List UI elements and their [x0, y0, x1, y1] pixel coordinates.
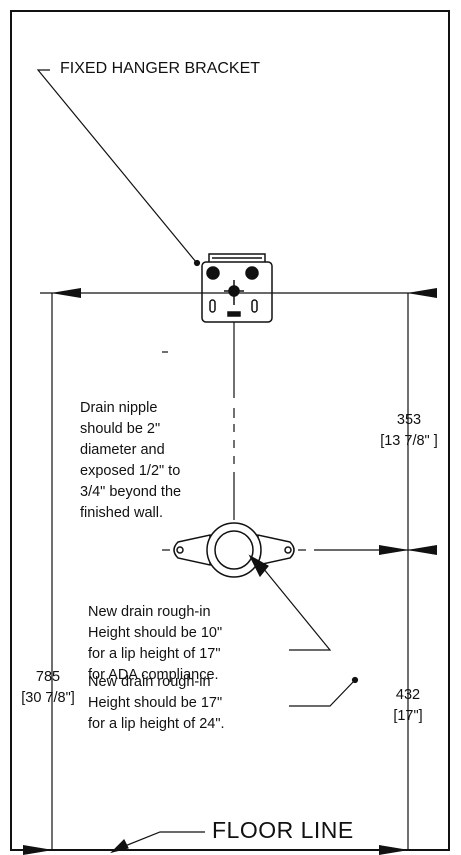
bracket-leader — [36, 69, 201, 267]
drain-leaders — [248, 554, 359, 707]
standard-note: New drain rough-in Height should be 17" … — [88, 674, 225, 732]
drawing-border — [10, 10, 450, 851]
bracket-label: FIXED HANGER BRACKET — [60, 60, 261, 77]
dimension-bracket-to-drain-label: 353 [13 7/8" ] — [380, 412, 438, 449]
dimension-drain-to-floor-label: 432 [17"] — [393, 687, 423, 724]
drain-nipple-note: Drain nipple should be 2" diameter and e… — [80, 400, 182, 521]
ada-note: New drain rough-in Height should be 10" … — [88, 604, 223, 683]
floor-leader — [110, 831, 205, 854]
floor-line-label: FLOOR LINE — [212, 817, 354, 843]
dimension-overall-label: 785 [30 7/8"] — [21, 669, 75, 706]
drain-flange — [173, 522, 295, 578]
hanger-bracket — [201, 253, 273, 323]
